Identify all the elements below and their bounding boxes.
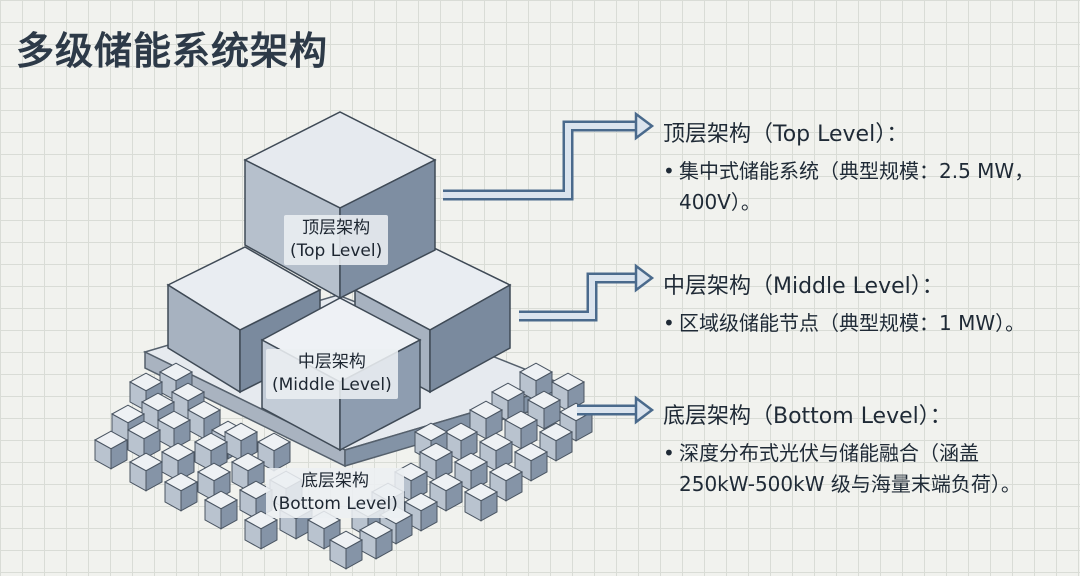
bullet-icon: • bbox=[663, 438, 679, 469]
middle-level-bullet: •区域级储能节点（典型规模：1 MW）。 bbox=[663, 308, 1025, 339]
small-cube bbox=[465, 483, 497, 521]
top-level-label: 顶层架构 (Top Level) bbox=[284, 215, 388, 265]
bullet-icon: • bbox=[663, 308, 679, 339]
small-cube bbox=[360, 521, 392, 559]
bottom-level-heading: 底层架构（Bottom Level）： bbox=[663, 398, 1021, 430]
small-cube bbox=[330, 531, 362, 569]
top-level-bullet: •集中式储能系统（典型规模：2.5 MW， 400V）。 bbox=[663, 156, 1034, 218]
small-cube bbox=[128, 421, 160, 459]
bottom-level-label: 底层架构 (Bottom Level) bbox=[266, 468, 404, 518]
arrow-middle bbox=[519, 266, 652, 316]
middle-level-heading: 中层架构（Middle Level）： bbox=[663, 268, 1025, 300]
small-cube bbox=[165, 473, 197, 511]
bottom-level-description: 底层架构（Bottom Level）： •深度分布式光伏与储能融合（涵盖 250… bbox=[663, 398, 1021, 500]
middle-level-description: 中层架构（Middle Level）： •区域级储能节点（典型规模：1 MW）。 bbox=[663, 268, 1025, 339]
small-cube bbox=[205, 491, 237, 529]
small-cube bbox=[158, 411, 190, 449]
small-cube bbox=[130, 453, 162, 491]
bottom-level-bullet: •深度分布式光伏与储能融合（涵盖 250kW-500kW 级与海量末端负荷）。 bbox=[663, 438, 1021, 500]
top-level-description: 顶层架构（Top Level）： •集中式储能系统（典型规模：2.5 MW， 4… bbox=[663, 116, 1034, 218]
bullet-icon: • bbox=[663, 156, 679, 187]
small-cube bbox=[95, 431, 127, 469]
middle-level-label: 中层架构 (Middle Level) bbox=[266, 349, 398, 399]
top-level-heading: 顶层架构（Top Level）： bbox=[663, 116, 1034, 148]
arrow-top bbox=[443, 114, 652, 195]
